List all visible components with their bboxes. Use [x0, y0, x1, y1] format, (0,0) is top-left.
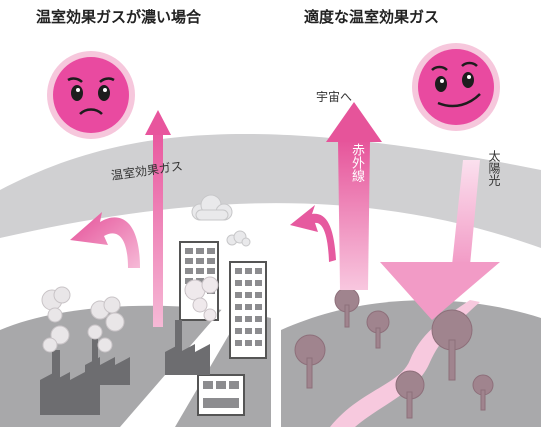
clouds	[191, 194, 251, 247]
panel-divider	[271, 232, 281, 427]
right-reflect-arrow	[290, 205, 336, 262]
building-windows	[185, 248, 262, 408]
left-up-arrow	[145, 110, 171, 327]
left-reflect-arrow	[70, 212, 140, 268]
infrared-arrow	[326, 102, 382, 290]
title-moderate-gas: 適度な温室効果ガス	[304, 8, 440, 26]
sad-sun	[47, 51, 135, 139]
to-space-label: 宇宙へ	[316, 90, 353, 104]
smile-sun	[412, 43, 500, 131]
smoke-left	[41, 286, 125, 353]
sunlight-label: 太陽光	[487, 150, 501, 186]
title-dense-gas: 温室効果ガスが濃い場合	[36, 8, 202, 26]
factory-left	[40, 330, 130, 415]
factory-center	[165, 320, 210, 375]
trees	[294, 287, 494, 419]
greenhouse-gas-band	[0, 133, 541, 248]
sunlight-arrow	[380, 160, 500, 320]
infrared-label: 赤外線	[349, 143, 364, 182]
smoke-center	[184, 276, 219, 322]
